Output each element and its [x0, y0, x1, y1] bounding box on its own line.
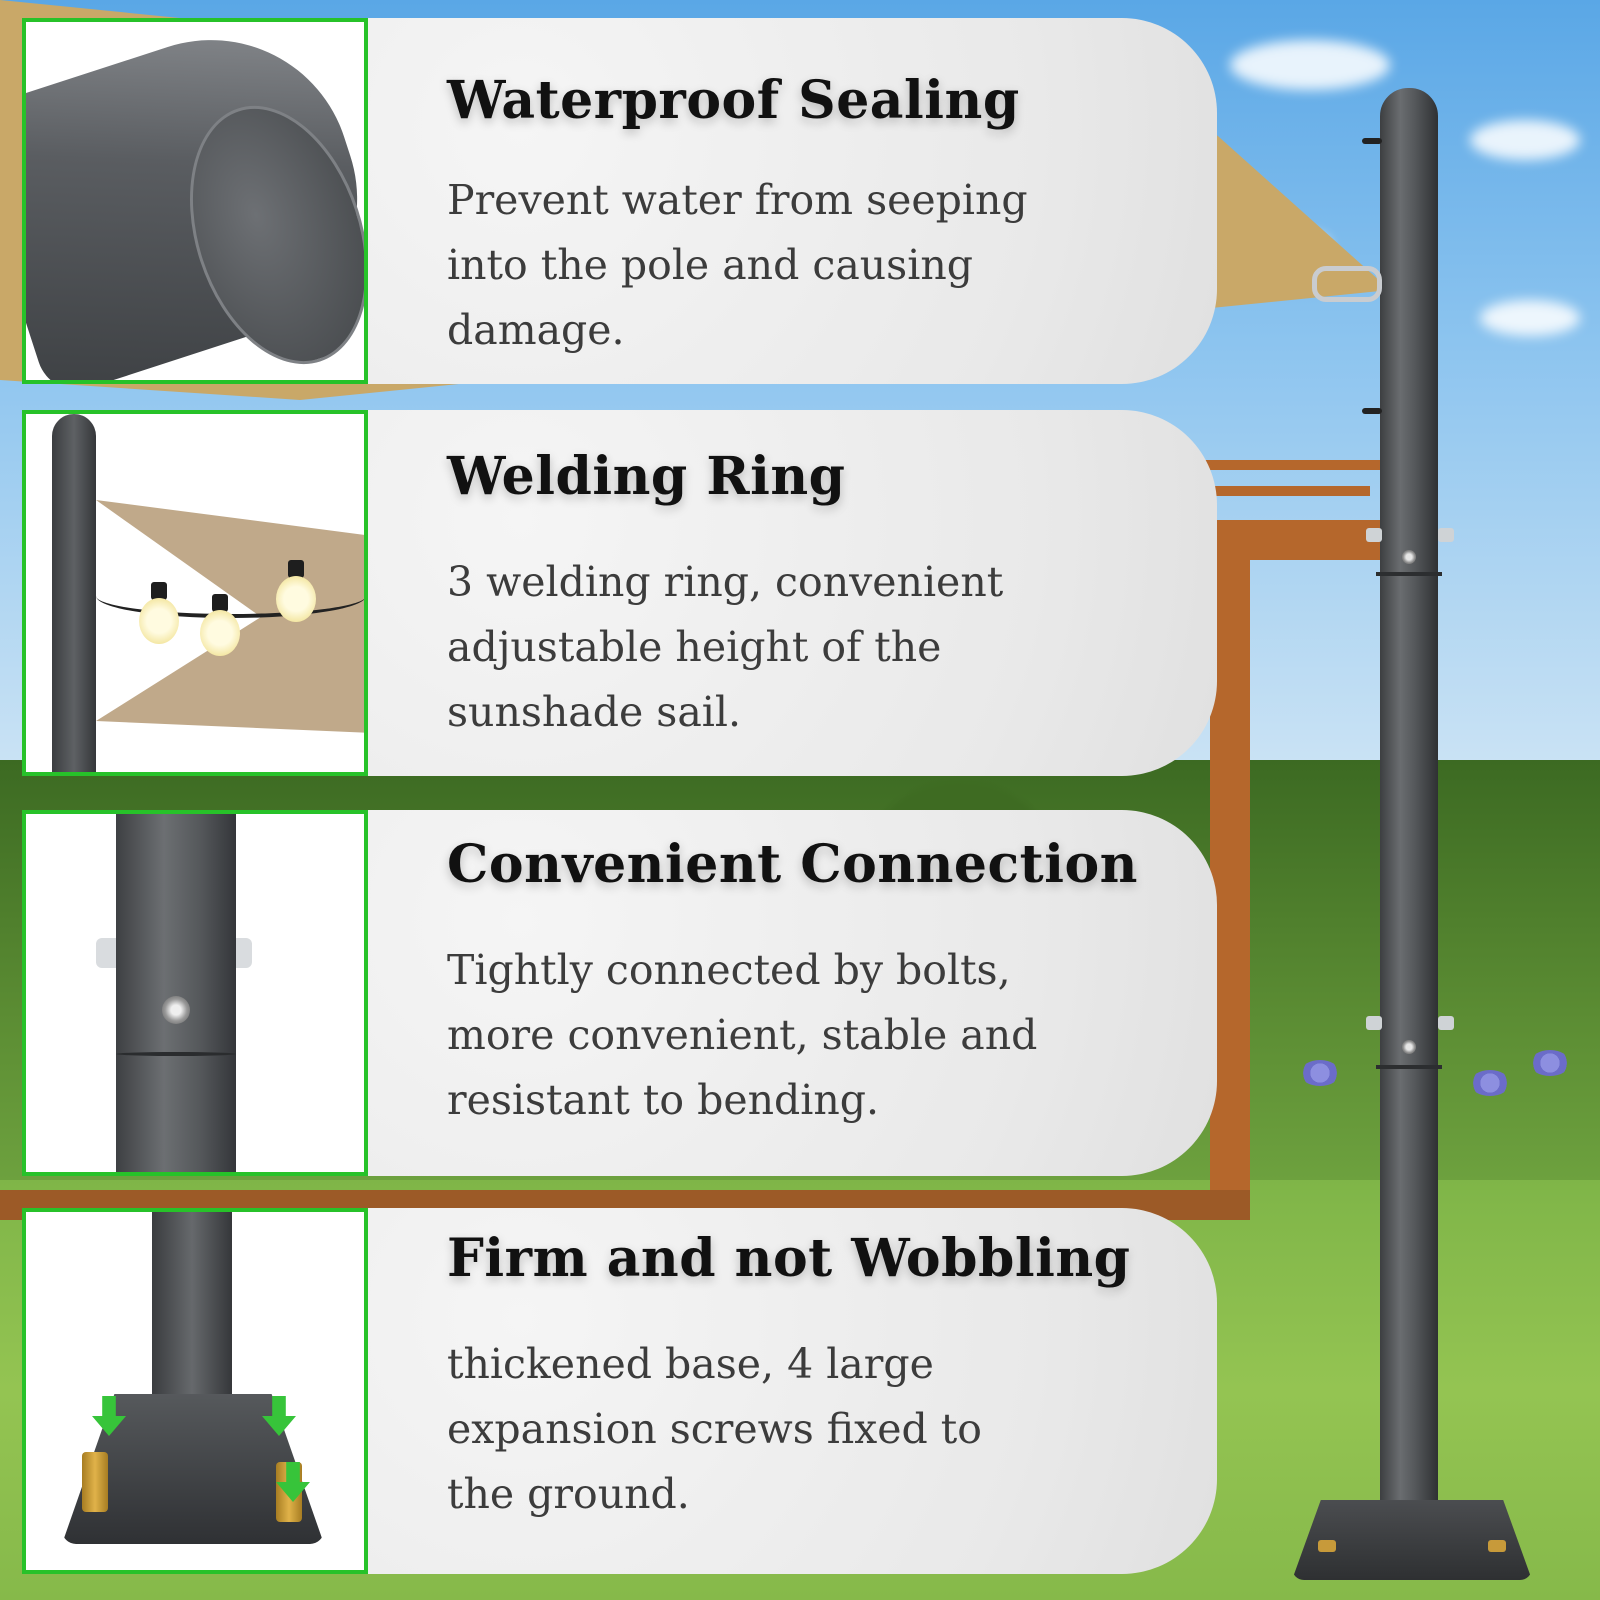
- feature-heading: Waterproof Sealing: [447, 70, 1020, 131]
- feature-description: thickened base, 4 large expansion screws…: [447, 1340, 982, 1518]
- waterproof-cap-photo: [22, 18, 368, 384]
- bolt-icon: [162, 996, 190, 1024]
- cloud: [1480, 300, 1580, 336]
- feature-card: [222, 18, 1217, 384]
- feature-row-waterproof: Waterproof Sealing Prevent water from se…: [22, 18, 1217, 384]
- feature-row-base: Firm and not Wobbling thickened base, 4 …: [22, 1208, 1217, 1574]
- hydrangea: [1470, 1070, 1510, 1096]
- feature-row-connection: Convenient Connection Tightly connected …: [22, 810, 1217, 1176]
- welding-ring: [1362, 138, 1382, 144]
- pergola-slat: [1200, 486, 1370, 496]
- shade-sail-pole: [1380, 88, 1438, 1538]
- feature-description: 3 welding ring, convenient adjustable he…: [447, 558, 1004, 736]
- base-bolt: [1318, 1540, 1336, 1552]
- pole-bolt: [1402, 1040, 1416, 1054]
- carabiner-hook: [1312, 266, 1382, 302]
- pole-seam: [116, 1052, 236, 1056]
- pole-seam: [1376, 1065, 1442, 1069]
- bulb-socket: [212, 594, 228, 612]
- pole-section: [116, 814, 236, 1172]
- feature-description: Prevent water from seeping into the pole…: [447, 176, 1028, 354]
- light-bulb-icon: [276, 576, 316, 622]
- string-light-wire: [96, 574, 364, 618]
- welding-ring-photo: [22, 410, 368, 776]
- bulb-socket: [288, 560, 304, 578]
- expansion-screw: [82, 1452, 108, 1512]
- pole: [52, 414, 96, 772]
- base-plate-photo: [22, 1208, 368, 1574]
- cloud: [1230, 40, 1390, 90]
- pole-bolt: [1402, 550, 1416, 564]
- feature-heading: Convenient Connection: [447, 834, 1138, 895]
- feature-card: [222, 810, 1217, 1176]
- feature-heading: Welding Ring: [447, 446, 846, 507]
- pole-clip: [1366, 528, 1382, 542]
- pole-clip: [1438, 528, 1454, 542]
- pergola-slat: [1200, 460, 1380, 470]
- feature-card: [222, 1208, 1217, 1574]
- pole-clip: [1366, 1016, 1382, 1030]
- pole-clip: [1438, 1016, 1454, 1030]
- base-bolt: [1488, 1540, 1506, 1552]
- light-bulb-icon: [200, 610, 240, 656]
- pole-seam: [1376, 572, 1442, 576]
- feature-card: [222, 410, 1217, 776]
- feature-row-welding-ring: Welding Ring 3 welding ring, convenient …: [22, 410, 1217, 776]
- feature-heading: Firm and not Wobbling: [447, 1228, 1131, 1289]
- hydrangea: [1300, 1060, 1340, 1086]
- hydrangea: [1530, 1050, 1570, 1076]
- feature-description: Tightly connected by bolts, more conveni…: [447, 946, 1038, 1124]
- bulb-socket: [151, 582, 167, 600]
- welding-ring: [1362, 408, 1382, 414]
- cloud: [1470, 120, 1580, 160]
- bolt-connection-photo: [22, 810, 368, 1176]
- light-bulb-icon: [139, 598, 179, 644]
